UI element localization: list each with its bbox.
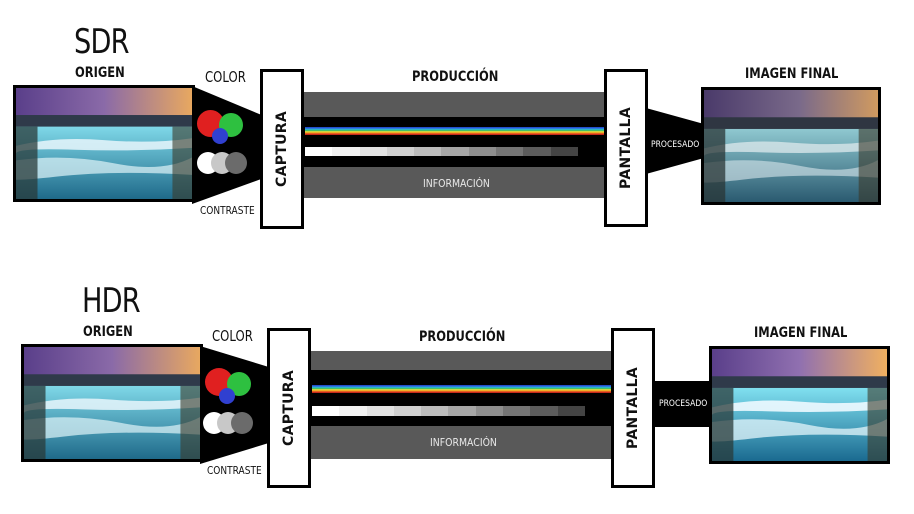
hdr-production-core [309, 370, 613, 426]
hdr-contrast-label: CONTRASTE [207, 464, 262, 477]
sdr-capture-box: CAPTURA [260, 69, 304, 229]
hdr-capture-label: CAPTURA [281, 369, 297, 447]
sdr-production-label: PRODUCCIÓN [412, 69, 499, 85]
hdr-grayscale-steps [312, 406, 585, 416]
hdr-final-label: IMAGEN FINAL [754, 325, 848, 341]
sdr-origin-photo [13, 85, 195, 202]
hdr-display-box: PANTALLA [611, 328, 655, 488]
hdr-final-photo [709, 346, 890, 464]
sdr-display-label: PANTALLA [618, 107, 634, 189]
sdr-blue-circle [212, 128, 228, 144]
hdr-origin-label: ORIGEN [83, 324, 133, 340]
hdr-production-label: PRODUCCIÓN [419, 329, 506, 345]
sdr-input-funnel [192, 86, 264, 204]
hdr-processing-label: PROCESADO [659, 399, 708, 409]
hdr-capture-box: CAPTURA [267, 328, 311, 488]
hdr-darkgray-circle [231, 412, 253, 434]
hdr-rainbow-spectrum [312, 385, 611, 393]
hdr-title: HDR [82, 281, 141, 321]
sdr-info-label: INFORMACIÓN [423, 177, 490, 190]
sdr-contrast-label: CONTRASTE [200, 204, 255, 217]
sdr-title: SDR [74, 22, 130, 62]
hdr-blue-circle [219, 388, 235, 404]
sdr-processing-label: PROCESADO [651, 140, 700, 150]
sdr-color-label: COLOR [205, 68, 246, 86]
sdr-capture-label: CAPTURA [274, 110, 290, 188]
sdr-production-core [302, 117, 606, 167]
hdr-origin-photo [21, 344, 203, 462]
sdr-display-box: PANTALLA [604, 69, 648, 227]
hdr-color-label: COLOR [212, 327, 253, 345]
sdr-final-label: IMAGEN FINAL [745, 66, 839, 82]
hdr-input-funnel [200, 346, 272, 464]
hdr-info-label: INFORMACIÓN [430, 436, 497, 449]
hdr-output-block [653, 381, 713, 427]
sdr-grayscale-steps [305, 147, 578, 156]
sdr-origin-label: ORIGEN [75, 65, 125, 81]
hdr-display-label: PANTALLA [625, 367, 641, 449]
sdr-darkgray-circle [225, 152, 247, 174]
sdr-output-funnel [646, 108, 704, 174]
sdr-rainbow-spectrum [305, 127, 604, 135]
sdr-final-photo [701, 87, 881, 205]
